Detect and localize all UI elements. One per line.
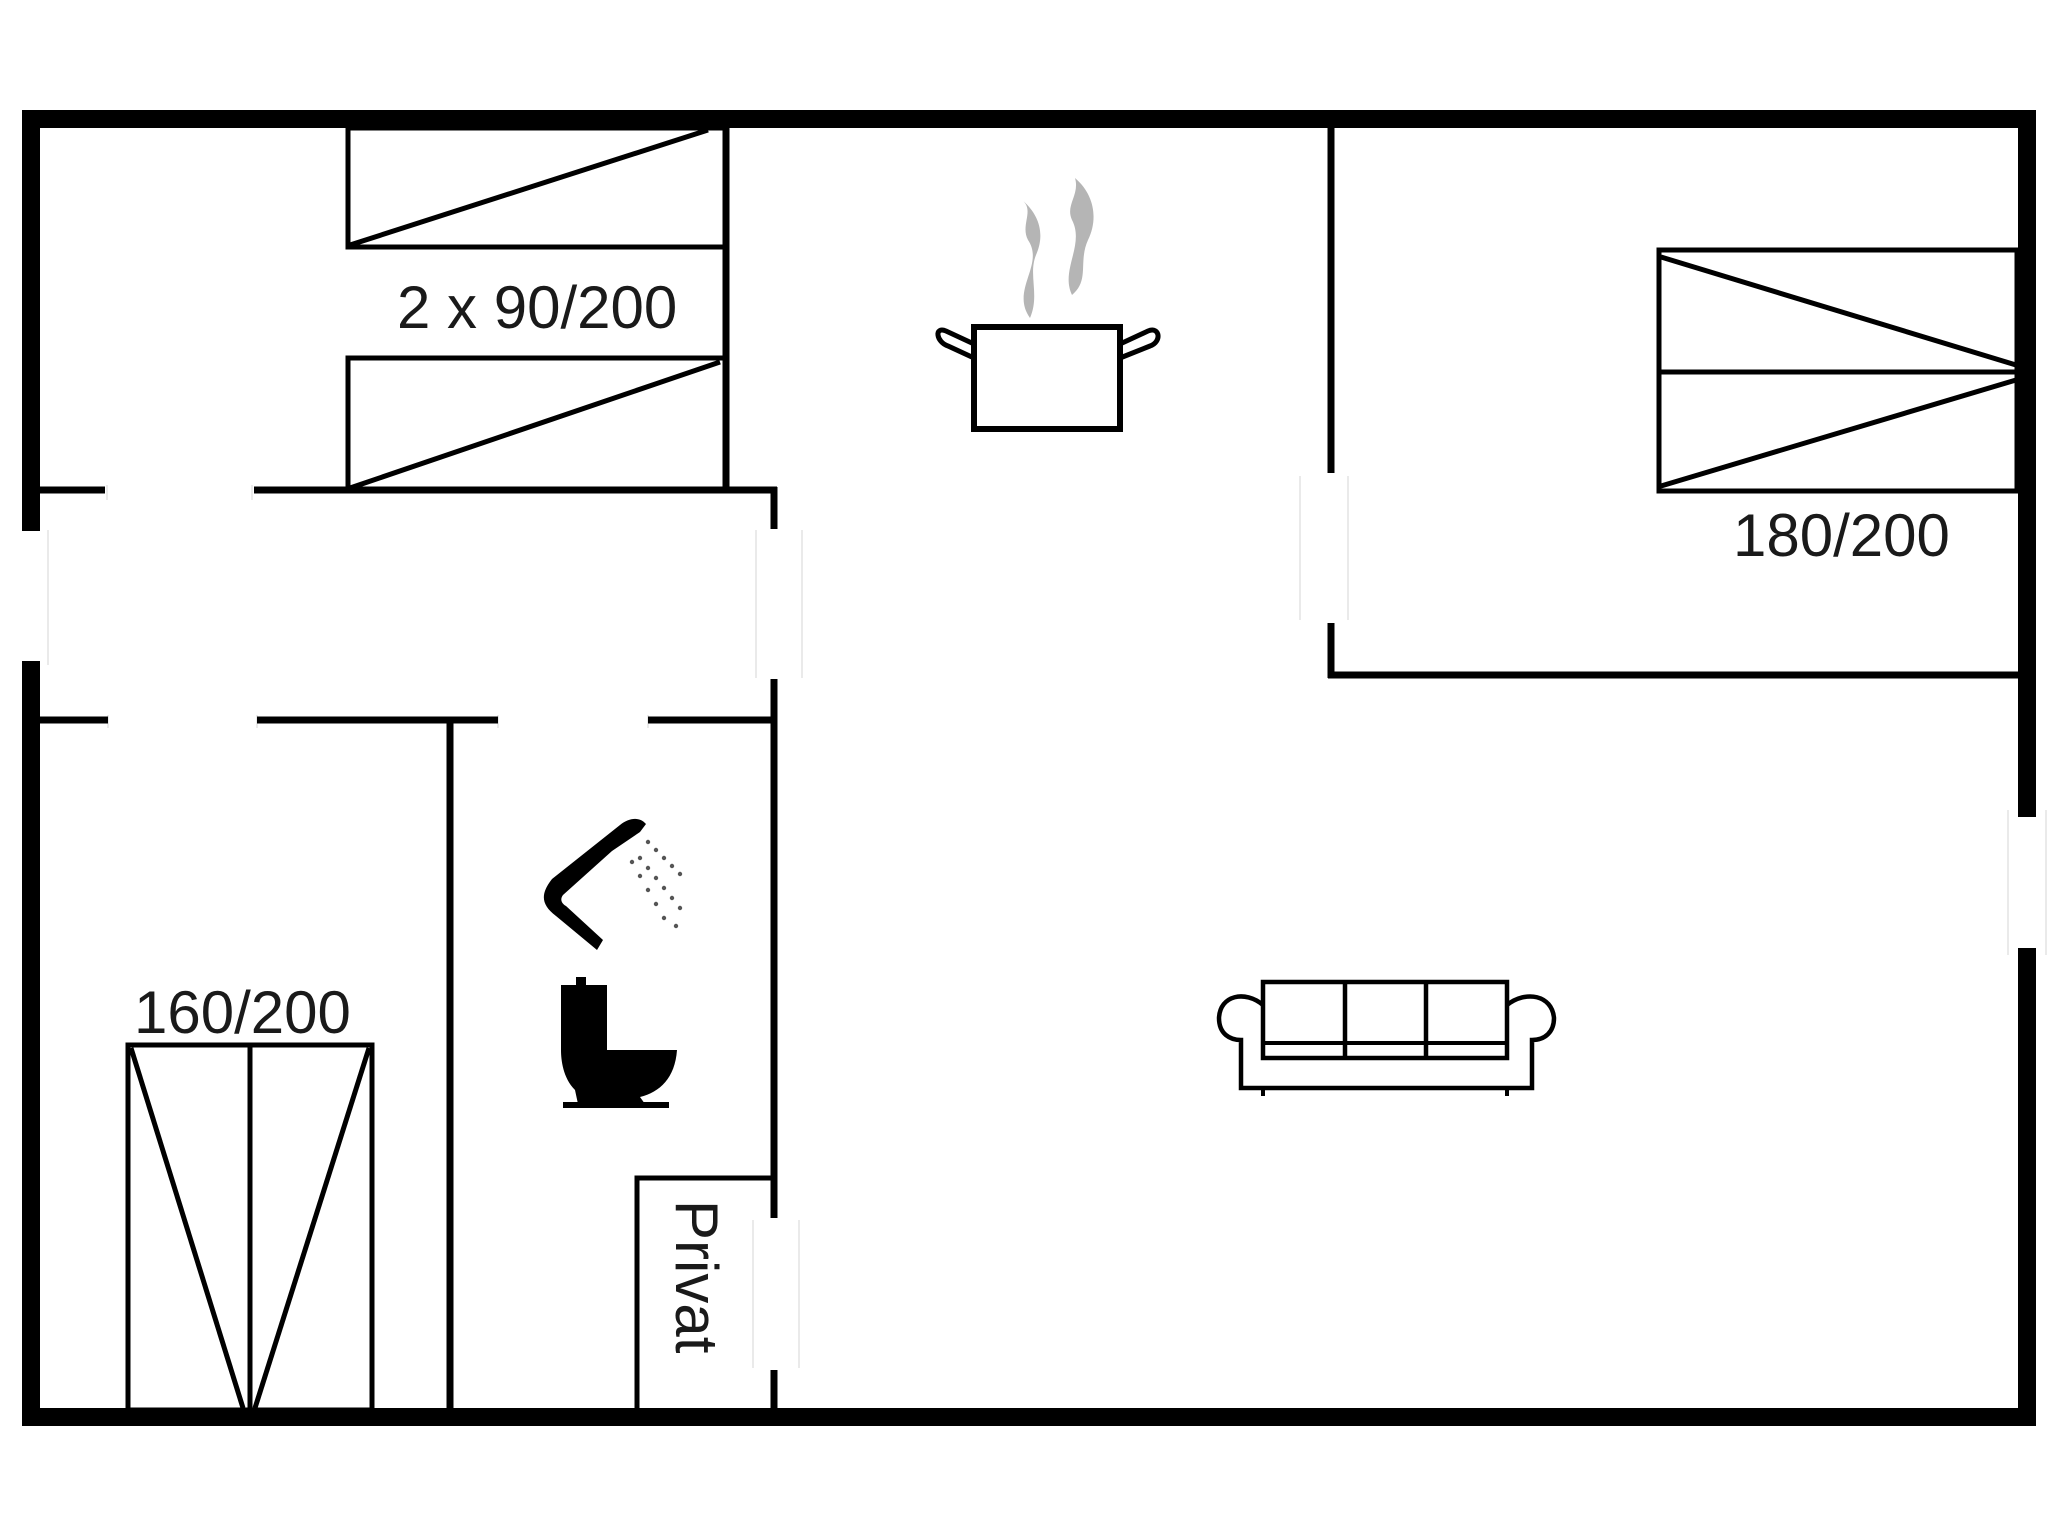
sofa-icon [1216,979,1557,1096]
cooking-pot-icon [935,178,1161,432]
toilet-icon [561,977,677,1108]
twin-beds: 2 x 90/200 [345,125,729,493]
shower-icon [543,818,683,950]
queen-bed-label: 160/200 [134,979,351,1046]
interior-walls [40,128,2018,1408]
twin-beds-label: 2 x 90/200 [397,274,677,341]
double-bed-label: 180/200 [1733,502,1950,569]
exterior-walls [22,110,2036,1426]
queen-bed: 160/200 [125,979,375,1413]
openings [47,476,2047,1368]
double-bed: 180/200 [1656,247,2020,569]
private-label: Privat [663,1200,730,1354]
